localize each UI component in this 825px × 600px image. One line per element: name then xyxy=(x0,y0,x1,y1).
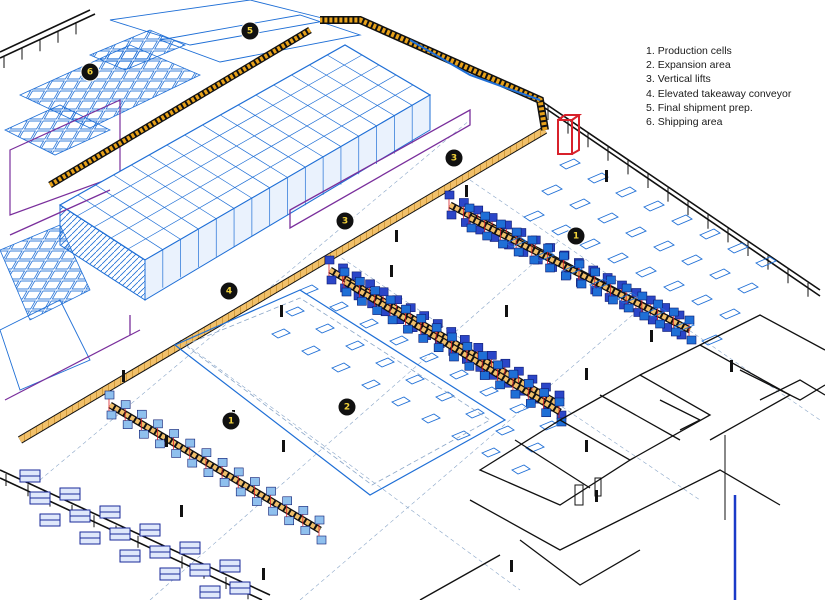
area-marker: 3 xyxy=(444,148,464,168)
area-markers: 5 6 3 3 1 4 2 1 xyxy=(80,21,586,431)
production-cells-front xyxy=(104,390,327,545)
exterior-walls xyxy=(0,9,821,600)
shipping-area-racks xyxy=(4,29,201,216)
area-marker-label: 5 xyxy=(247,27,253,37)
area-marker-label: 3 xyxy=(342,217,348,227)
area-marker-label: 6 xyxy=(87,68,93,78)
wall-windows xyxy=(3,22,809,600)
area-marker-label: 1 xyxy=(573,232,579,242)
legend-item: 1. Production cells xyxy=(646,45,732,57)
highbay-storage xyxy=(58,44,432,301)
area-marker: 5 xyxy=(240,21,260,41)
legend-item: 2. Expansion area xyxy=(646,59,731,72)
area-marker: 1 xyxy=(566,226,586,246)
area-marker: 4 xyxy=(219,281,239,301)
left-storage-block xyxy=(0,224,141,401)
partitions xyxy=(9,108,471,335)
legend-item: 6. Shipping area xyxy=(646,116,723,129)
legend-item: 5. Final shipment prep. xyxy=(646,101,753,114)
workstations-front xyxy=(19,469,251,599)
office-fixtures xyxy=(574,435,726,520)
office-area xyxy=(469,314,825,586)
area-marker-label: 1 xyxy=(228,417,234,427)
legend-item: 3. Vertical lifts xyxy=(646,73,711,86)
area-marker: 6 xyxy=(80,62,100,82)
elevated-takeaway-conveyor xyxy=(17,16,549,444)
expansion-area xyxy=(173,289,507,496)
area-marker-label: 2 xyxy=(344,403,350,413)
area-marker: 2 xyxy=(337,397,357,417)
production-cells-lower xyxy=(324,255,567,427)
vertical-lifts xyxy=(557,114,583,155)
area-marker-label: 3 xyxy=(451,154,457,164)
area-marker: 1 xyxy=(221,411,241,431)
area-marker-label: 4 xyxy=(226,287,232,297)
legend: 1. Production cells 2. Expansion area 3.… xyxy=(646,44,821,129)
bottom-wall xyxy=(419,554,501,600)
legend-item: 4. Elevated takeaway conveyor xyxy=(646,87,792,100)
area-marker: 3 xyxy=(335,211,355,231)
